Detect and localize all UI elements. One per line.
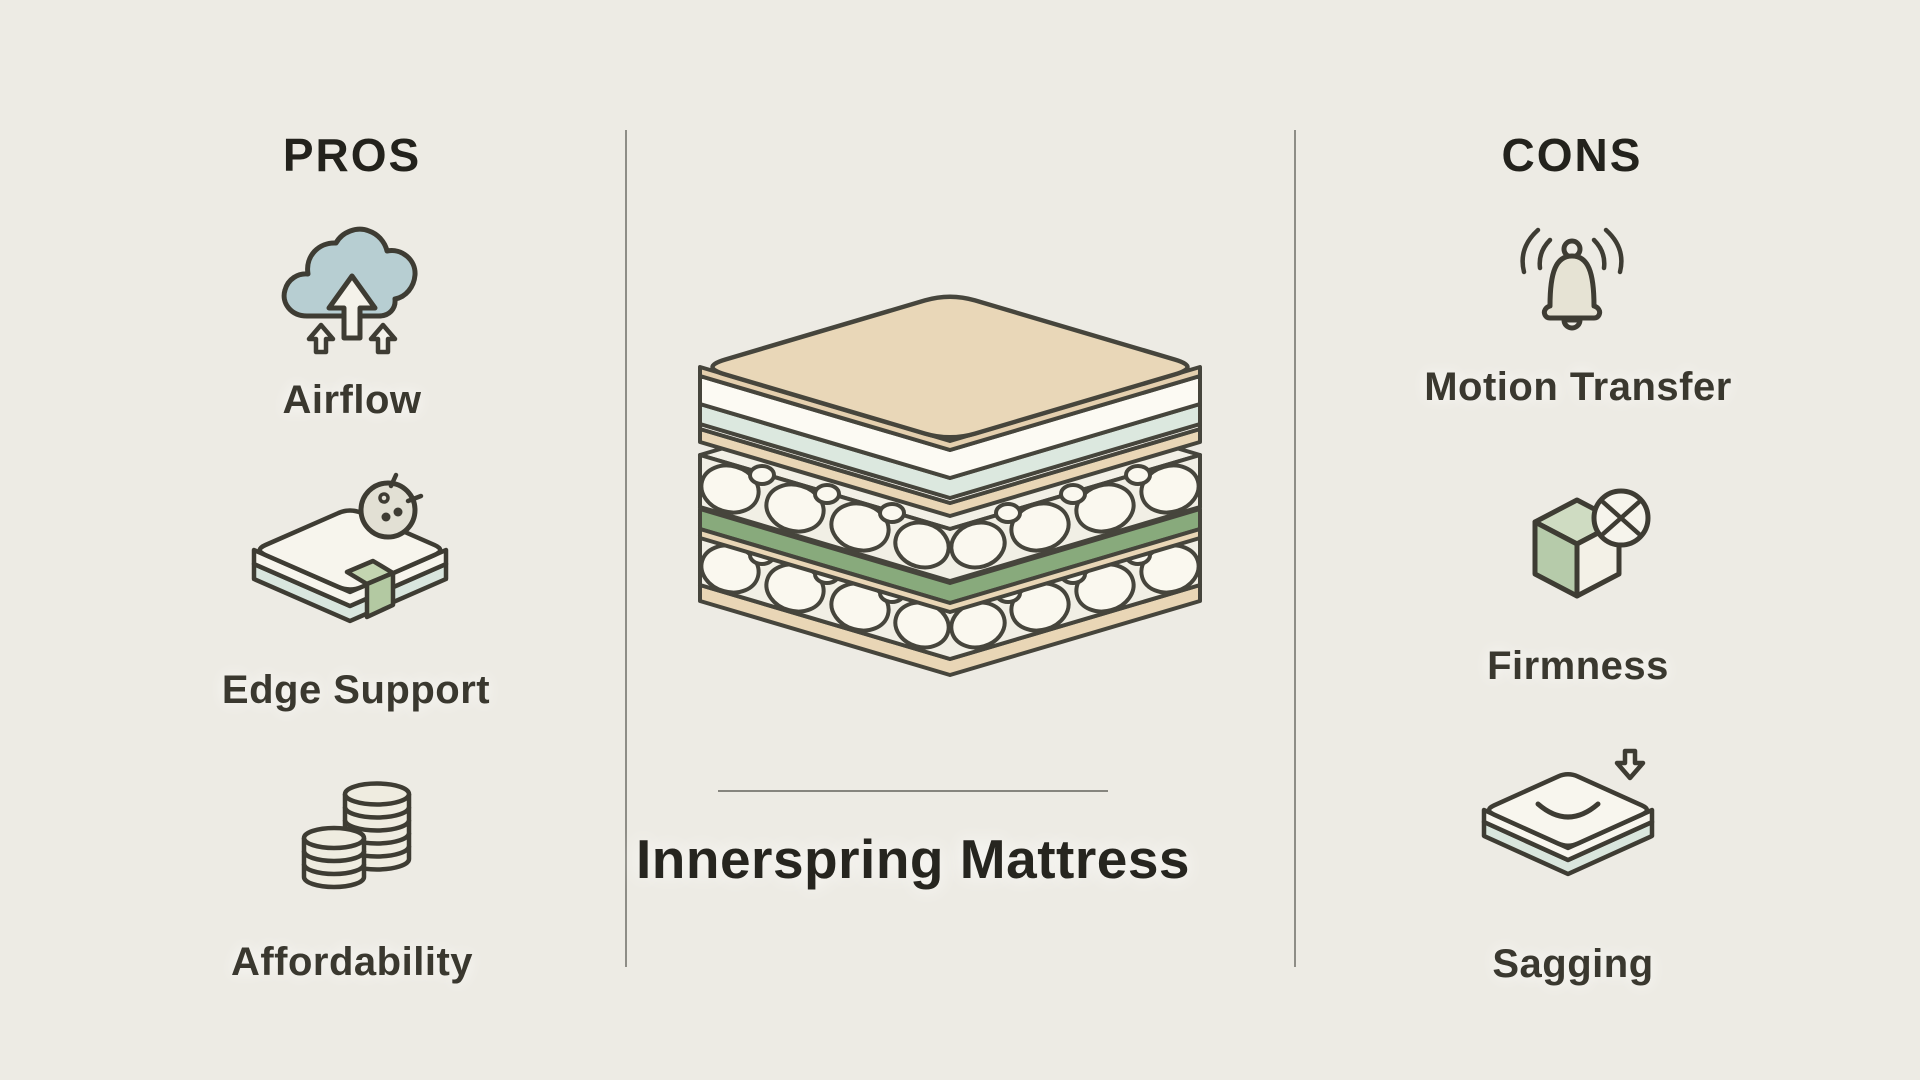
coin-stacks-icon	[282, 776, 432, 911]
cons-header: CONS	[1501, 129, 1643, 181]
ringing-bell-icon	[1510, 220, 1635, 338]
cons-item-label-sagging: Sagging	[1492, 942, 1654, 986]
pros-item-label-affordability: Affordability	[230, 940, 474, 984]
sagging-mattress-arrow-icon	[1480, 748, 1660, 888]
airflow-cloud-arrows-icon	[277, 220, 427, 360]
pros-header: PROS	[282, 129, 422, 181]
cons-item-label-motion-transfer: Motion Transfer	[1424, 365, 1732, 409]
left-divider-line	[625, 130, 627, 967]
pros-item-label-airflow: Airflow	[282, 378, 422, 422]
page-title: Innerspring Mattress	[635, 828, 1190, 890]
innerspring-mattress-layers	[690, 283, 1210, 693]
firm-cube-crossed-icon	[1515, 486, 1655, 611]
pros-item-label-edge-support: Edge Support	[221, 668, 491, 712]
title-separator-line	[718, 790, 1108, 792]
right-divider-line	[1294, 130, 1296, 967]
cons-item-label-firmness: Firmness	[1487, 644, 1669, 688]
mattress-edge-ball-icon	[250, 472, 462, 634]
